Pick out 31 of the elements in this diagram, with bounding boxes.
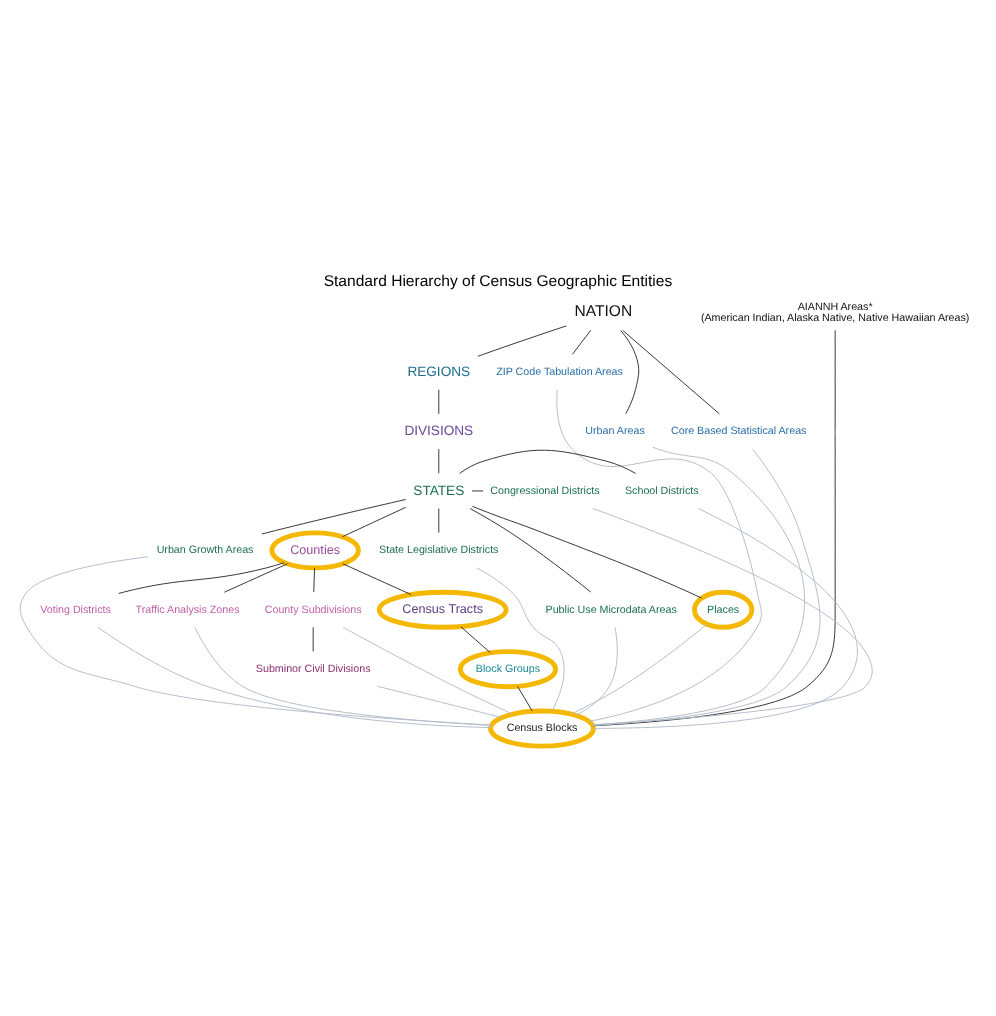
connector — [620, 330, 640, 415]
connector — [261, 499, 407, 535]
connector — [194, 627, 492, 726]
connector — [118, 562, 285, 594]
connector — [438, 448, 440, 474]
node-text: NATION — [574, 302, 633, 321]
connector — [438, 389, 440, 415]
connector — [469, 508, 592, 593]
connector — [312, 626, 314, 652]
connector — [460, 626, 491, 654]
connector — [517, 685, 533, 712]
connector — [223, 563, 288, 593]
connector — [556, 389, 762, 722]
connector — [575, 626, 618, 716]
diagram-title: Standard Hierarchy of Census Geographic Entities — [323, 272, 673, 291]
connector — [97, 627, 492, 729]
connector — [342, 506, 407, 538]
connector — [438, 508, 440, 534]
connector — [592, 329, 836, 727]
connector — [571, 623, 708, 715]
connector — [19, 556, 492, 726]
connector — [342, 563, 412, 595]
connector — [622, 329, 720, 415]
connector — [342, 626, 514, 715]
connector — [477, 325, 567, 357]
connector — [571, 329, 592, 355]
connector — [476, 567, 565, 712]
connector — [471, 505, 703, 599]
connector — [377, 685, 503, 718]
connector — [313, 567, 316, 593]
connector — [459, 449, 636, 474]
